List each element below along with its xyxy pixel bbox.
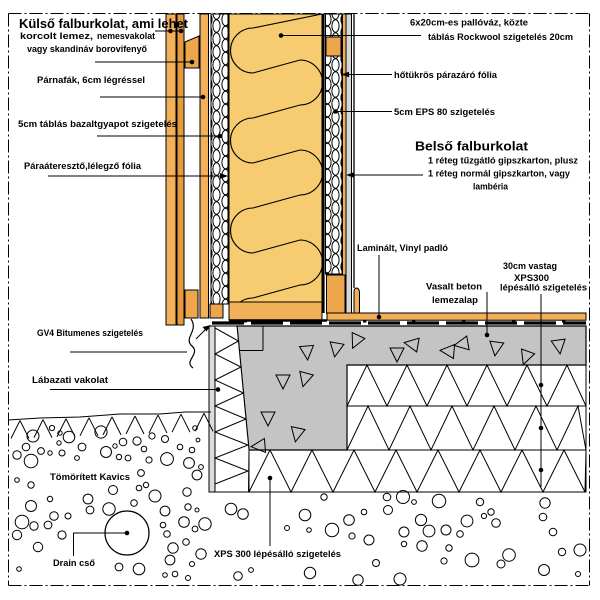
svg-text:XPS300: XPS300 xyxy=(514,273,549,283)
svg-text:Párnafák, 6cm légréssel: Párnafák, 6cm légréssel xyxy=(37,75,145,85)
svg-text:GV4 Bitumenes szigetelés: GV4 Bitumenes szigetelés xyxy=(37,328,143,338)
svg-text:Lábazati vakolat: Lábazati vakolat xyxy=(32,375,108,385)
svg-text:Laminált, Vinyl padló: Laminált, Vinyl padló xyxy=(357,243,448,253)
svg-text:Páraáteresztő,lélegző fólia: Páraáteresztő,lélegző fólia xyxy=(24,161,142,171)
svg-text:XPS 300 lépésálló szigetelés: XPS 300 lépésálló szigetelés xyxy=(214,549,341,559)
svg-text:30cm vastag: 30cm vastag xyxy=(503,261,557,271)
svg-text:nemesvakolat: nemesvakolat xyxy=(97,31,155,41)
svg-text:1 réteg tűzgátló gipszkarton,: 1 réteg tűzgátló gipszkarton, plusz xyxy=(428,156,579,166)
svg-text:Belső falburkolat: Belső falburkolat xyxy=(415,139,529,154)
svg-text:Vasalt beton: Vasalt beton xyxy=(426,282,482,292)
svg-text:Tömörített Kavics: Tömörített Kavics xyxy=(50,472,130,482)
svg-text:lemezalap: lemezalap xyxy=(432,295,479,305)
svg-text:5cm EPS 80 szigetelés: 5cm EPS 80 szigetelés xyxy=(394,107,495,117)
svg-text:táblás Rockwool szigetelés 20c: táblás Rockwool szigetelés 20cm xyxy=(428,32,573,42)
svg-text:vagy skandináv borovifenyő: vagy skandináv borovifenyő xyxy=(27,44,147,54)
svg-text:1 réteg normál gipszkarton, va: 1 réteg normál gipszkarton, vagy xyxy=(428,169,570,179)
svg-text:hőtükrös párazáró fólia: hőtükrös párazáró fólia xyxy=(394,70,498,80)
svg-text:lépésálló szigetelés: lépésálló szigetelés xyxy=(500,283,587,293)
svg-text:lambéria: lambéria xyxy=(473,182,509,192)
svg-text:korcolt lemez,: korcolt lemez, xyxy=(20,31,93,41)
svg-text:6x20cm-es pallóváz, közte: 6x20cm-es pallóváz, közte xyxy=(410,18,528,28)
svg-text:Külső falburkolat, ami lehet: Külső falburkolat, ami lehet xyxy=(19,17,189,31)
svg-text:Drain cső: Drain cső xyxy=(53,558,96,568)
svg-text:5cm táblás bazaltgyapot sziget: 5cm táblás bazaltgyapot szigetelés xyxy=(18,119,177,129)
